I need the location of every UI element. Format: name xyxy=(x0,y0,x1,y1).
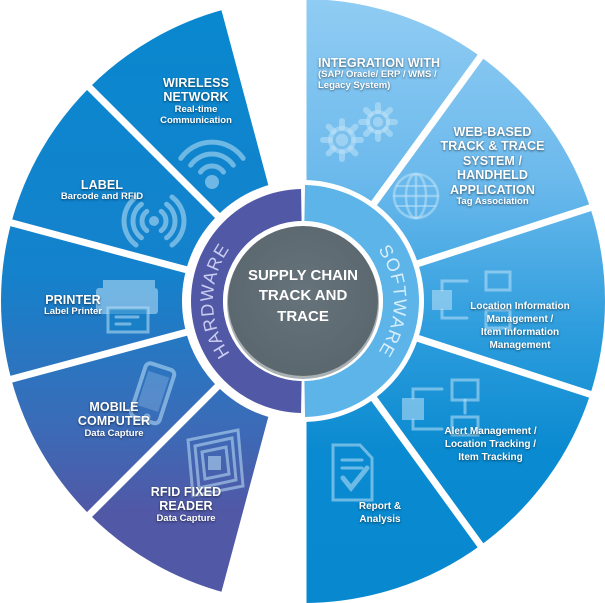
globe-icon xyxy=(392,172,440,220)
segment-divider xyxy=(409,332,596,399)
segment-subtitle: Data Capture xyxy=(84,427,144,439)
segment-subtitle: Management / xyxy=(486,314,554,325)
segment-title: MOBILE xyxy=(89,400,139,414)
segment-title: INTEGRATION WITH xyxy=(318,56,441,70)
software-ring xyxy=(304,185,419,417)
segment-divider xyxy=(84,378,226,520)
segment-subtitle: Label Printer xyxy=(43,306,103,318)
hardware-segment xyxy=(89,384,273,593)
segment-divider xyxy=(84,82,226,224)
label-alert-management: Alert Management / Location Tracking / Ite… xyxy=(428,425,553,464)
segment-divider xyxy=(366,390,486,551)
center-title-line: TRACK AND xyxy=(258,287,348,305)
segment-divider xyxy=(220,4,278,193)
software-segment xyxy=(372,56,591,265)
gears-icon xyxy=(320,102,398,162)
segment-subtitle: Barcode and RFID xyxy=(60,191,144,203)
segment-subtitle: Communication xyxy=(160,114,232,126)
hardware-segment xyxy=(89,9,273,218)
segment-title: COMPUTER xyxy=(77,414,151,429)
segment-title: LABEL xyxy=(80,178,124,192)
segment-title: WIRELESS xyxy=(162,76,230,90)
segment-divider xyxy=(366,51,486,212)
segment-title: TRACK & TRACE xyxy=(440,139,545,154)
segment-title: RFID FIXED xyxy=(150,485,222,499)
segment-subtitle: Item Tracking xyxy=(458,452,523,463)
report-document-icon xyxy=(331,443,374,502)
smartphone-icon xyxy=(128,361,177,426)
software-segment xyxy=(303,396,481,603)
segment-title: READER xyxy=(159,499,213,514)
segment-title: APPLICATION xyxy=(450,182,535,197)
segment-subtitle: (SAP/ Oracle/ ERP / WMS / xyxy=(318,69,437,81)
center-circle xyxy=(228,226,378,376)
segment-subtitle: Data Capture xyxy=(156,512,216,524)
rfid-tag-icon xyxy=(186,428,245,498)
segment-subtitle: Real-time xyxy=(174,103,218,115)
segment-title: PRINTER xyxy=(45,293,101,307)
printer-icon xyxy=(96,280,158,334)
wifi-icon xyxy=(178,139,246,189)
segment-subtitle: Location Tracking / xyxy=(444,439,537,450)
segment-title: NETWORK xyxy=(163,90,229,105)
workflow-icon xyxy=(402,378,480,437)
segment-divider xyxy=(409,203,596,270)
label-integration: INTEGRATION WITH(SAP/ Oracle/ ERP / WMS … xyxy=(318,56,443,92)
segment-subtitle: Location Information xyxy=(470,301,570,312)
segment-subtitle: Item Information xyxy=(480,327,560,338)
center-title: SUPPLY CHAIN TRACK AND TRACE xyxy=(228,266,378,327)
segment-subtitle: Report & xyxy=(358,501,402,512)
center-title-line: TRACE xyxy=(277,307,329,325)
software-segment xyxy=(303,0,481,206)
software-segment xyxy=(415,207,605,395)
segment-subtitle: Legacy System) xyxy=(318,80,391,92)
center-title-line: SUPPLY CHAIN xyxy=(247,267,359,284)
hardware-ring xyxy=(190,189,302,413)
segment-subtitle: Tag Association xyxy=(456,195,529,207)
segment-subtitle: Management xyxy=(489,340,551,351)
segment-subtitle: Alert Management / xyxy=(444,426,537,437)
segment-title: WEB-BASED xyxy=(453,125,532,139)
label-report-analysis: Report & Analysis xyxy=(340,500,420,526)
segment-divider xyxy=(220,409,278,598)
hardware-segment xyxy=(0,222,190,380)
hardware-segment xyxy=(11,331,220,515)
rfid-signal-icon xyxy=(121,194,187,248)
segment-title: HANDHELD xyxy=(457,168,528,183)
segment-title: SYSTEM / xyxy=(462,153,523,168)
segment-divider xyxy=(6,326,195,384)
flowchart-icon xyxy=(432,270,512,330)
segment-subtitle: Analysis xyxy=(359,514,401,525)
segment-divider xyxy=(6,218,195,276)
